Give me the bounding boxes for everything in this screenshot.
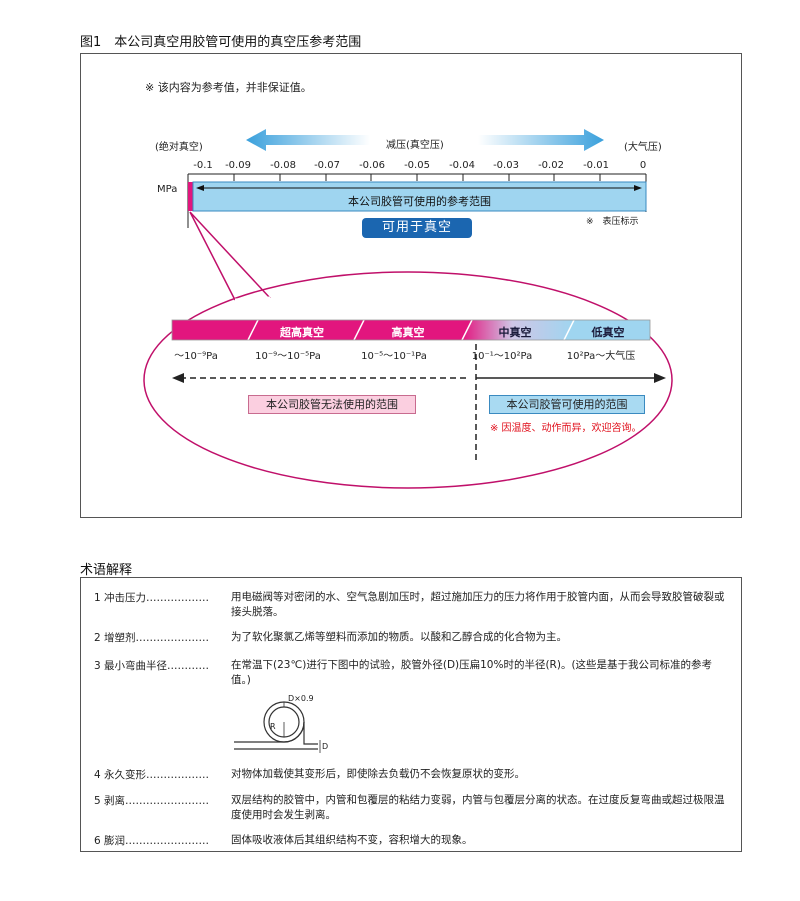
term-name: 6 膨润…………………… <box>94 835 210 847</box>
usable-range-box: 本公司胶管可使用的范围 <box>489 395 645 414</box>
terms-box <box>80 577 742 852</box>
left-arrow <box>246 129 370 151</box>
unusable-range-box: 本公司胶管无法使用的范围 <box>248 395 416 414</box>
diagram-d-label: D×0.9 <box>288 694 314 703</box>
tick-label: -0.06 <box>359 160 385 171</box>
term-desc: 为了软化聚氯乙烯等塑料而添加的物质。以酸和乙醇合成的化合物为主。 <box>231 631 567 643</box>
decompression-label: 减压(真空压) <box>386 140 444 151</box>
absolute-vacuum-label: (绝对真空) <box>155 142 203 153</box>
bend-radius-diagram <box>234 701 321 753</box>
usable-range-label: 本公司胶管可使用的参考范围 <box>348 195 491 208</box>
term-desc: 双层结构的胶管中，内管和包覆层的粘结力变弱，内管与包覆层分离的状态。在过度反复弯… <box>231 794 725 821</box>
gauge-note: ※ 表压标示 <box>586 217 639 227</box>
temperature-note: ※ 因温度、动作而异，欢迎咨询。 <box>490 423 642 434</box>
term-desc: 固体吸收液体后其组织结构不变，容积增大的现象。 <box>231 834 473 846</box>
term-desc: 在常温下(23℃)进行下图中的试验，胶管外径(D)压扁10%时的半径(R)。(这… <box>231 659 713 686</box>
diagram-r-label: R <box>270 722 276 731</box>
atmospheric-label: (大气压) <box>624 142 662 153</box>
segment-range: 10²Pa～大气压 <box>566 351 636 362</box>
terms-title: 术语解释 <box>80 563 133 578</box>
tick-label: -0.08 <box>270 160 296 171</box>
tick-label: -0.03 <box>493 160 519 171</box>
unusable-sliver <box>188 182 193 211</box>
tick-label: 0 <box>639 160 647 171</box>
tick-label: -0.05 <box>404 160 430 171</box>
segment-range: 10⁻¹～10²Pa <box>471 351 533 362</box>
term-name: 4 永久变形……………… <box>94 769 210 781</box>
tick-label: -0.04 <box>449 160 475 171</box>
vacuum-scale-graphic <box>143 129 673 489</box>
tick-label: -0.07 <box>314 160 340 171</box>
vacuum-usable-badge: 可用于真空 <box>362 218 472 238</box>
unit-label: MPa <box>157 184 178 195</box>
segment-range: ～10⁻⁹Pa <box>174 351 218 362</box>
tick-label: -0.09 <box>225 160 251 171</box>
figure-title: 图1 本公司真空用胶管可使用的真空压参考范围 <box>80 35 362 50</box>
term-desc: 用电磁阀等对密闭的水、空气急剧加压时，超过施加压力的压力将作用于胶管内面，从而会… <box>231 591 725 618</box>
segment-bar <box>171 319 651 341</box>
right-arrow <box>478 129 604 151</box>
segment-label-high: 高真空 <box>391 326 425 339</box>
segment-label-medium: 中真空 <box>498 326 532 339</box>
term-desc: 对物体加载使其变形后，即使除去负载仍不会恢复原状的变形。 <box>231 768 525 780</box>
term-name: 2 增塑剂………………… <box>94 632 210 644</box>
figure-box <box>80 53 742 518</box>
tick-label: -0.02 <box>538 160 564 171</box>
figure-note: ※ 该内容为参考值，并非保证值。 <box>145 81 312 94</box>
term-name: 5 剥离…………………… <box>94 795 210 807</box>
segment-range: 10⁻⁹～10⁻⁵Pa <box>255 351 321 362</box>
usable-range-arrow <box>172 344 666 462</box>
segment-label-low: 低真空 <box>591 326 625 339</box>
tick-label: -0.01 <box>583 160 609 171</box>
segment-range: 10⁻⁵～10⁻¹Pa <box>361 351 427 362</box>
term-name: 3 最小弯曲半径………… <box>94 660 210 672</box>
segment-label-ultra-high: 超高真空 <box>280 326 324 339</box>
diagram-d-bottom-label: D <box>322 742 329 751</box>
term-name: 1 冲击压力……………… <box>94 592 210 604</box>
tick-label: -0.1 <box>193 160 213 171</box>
